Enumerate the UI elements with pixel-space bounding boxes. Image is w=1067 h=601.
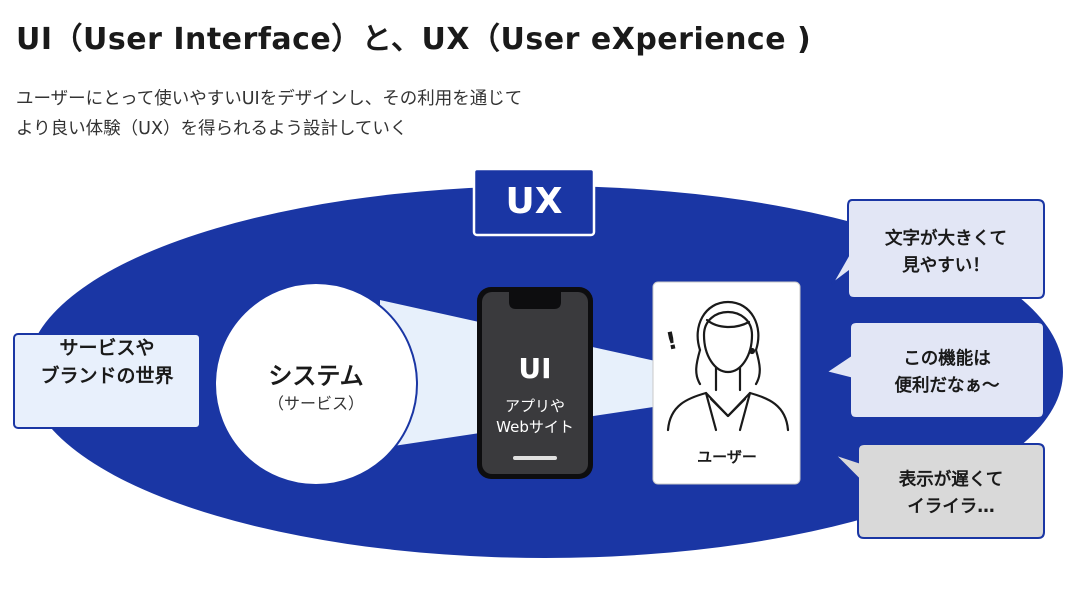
bubble-1-line-2: 見やすい！ [902, 256, 990, 276]
user-label: ユーザー [697, 448, 757, 466]
world-label-line-2: ブランドの世界 [40, 365, 174, 387]
system-circle [214, 282, 418, 486]
bubble-1-text: 文字が大きくて 見やすい！ [848, 226, 1044, 280]
bubble-1-line-1: 文字が大きくて [885, 229, 1007, 249]
user-icon [666, 300, 790, 432]
world-box [13, 333, 201, 429]
system-title: システム [268, 362, 364, 390]
ux-label-box [472, 167, 596, 237]
page-title: UI（User Interface）と、UX（User eXperience ) [16, 22, 812, 57]
bubble-2-text: この機能は 便利だなぁ〜 [850, 346, 1044, 400]
user-card [652, 281, 801, 485]
page-subtitle: ユーザーにとって使いやすいUIをデザインし、その利用を通じて より良い体験（UX… [16, 84, 522, 144]
bubble-3-line-2: イライラ… [907, 497, 995, 517]
world-label-line-1: サービスや [59, 337, 155, 359]
bubble-3-line-1: 表示が遅くて [898, 470, 1004, 490]
bubble-2-line-2: 便利だなぁ〜 [894, 376, 1000, 396]
phone-ui-title: UI [518, 352, 552, 385]
system-subtitle: （サービス） [267, 394, 364, 413]
speech-bubble-1 [831, 199, 1045, 299]
speech-bubble-3 [833, 443, 1045, 539]
bubble-3-text: 表示が遅くて イライラ… [858, 467, 1044, 521]
ux-label: UX [505, 181, 563, 222]
phone-ui-line-2: Webサイト [496, 418, 574, 436]
smartphone-icon [477, 287, 593, 479]
phone-ui-line-1: アプリや [504, 397, 565, 415]
world-label: サービスや ブランドの世界 [18, 334, 196, 390]
speech-bubble-2 [823, 321, 1045, 419]
subtitle-line-1: ユーザーにとって使いやすいUIをデザインし、その利用を通じて [16, 89, 523, 109]
phone-ui-subtitle: アプリや Webサイト [480, 396, 590, 438]
bubble-2-line-1: この機能は [903, 349, 991, 369]
subtitle-line-2: より良い体験（UX）を得られるよう設計していく [16, 119, 408, 139]
